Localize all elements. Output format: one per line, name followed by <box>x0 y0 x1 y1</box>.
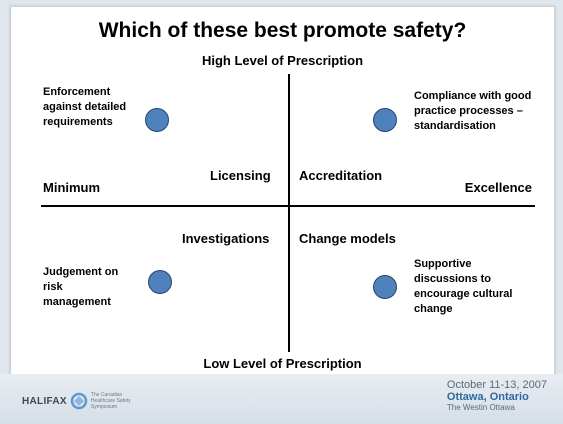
event-city: Ottawa, Ontario <box>446 391 529 403</box>
event-dates: October 11-13, 2007 <box>446 379 547 391</box>
vertical-axis <box>288 74 290 352</box>
quadrant-label-investigations: Investigations <box>182 231 270 246</box>
axis-left-label: Minimum <box>43 180 101 195</box>
horizontal-axis <box>41 205 535 207</box>
logo-text: HALIFAX <box>22 395 67 407</box>
quadrant-label-change-models: Change models <box>299 231 396 246</box>
dot-enforcement <box>145 108 169 132</box>
dot-supportive <box>373 275 397 299</box>
event-venue: The Westin Ottawa <box>446 403 515 412</box>
axis-top-label: High Level of Prescription <box>201 53 364 68</box>
quadrant-label-accreditation: Accreditation <box>299 168 383 183</box>
item-judgement: Judgement on risk management <box>43 266 119 308</box>
item-enforcement: Enforcement against detailed requirement… <box>43 86 127 128</box>
halifax-logo: HALIFAX The Canadian Healthcare Safety S… <box>22 392 146 410</box>
dot-compliance <box>373 108 397 132</box>
quadrant-label-licensing: Licensing <box>210 168 271 183</box>
logo-tagline: The Canadian Healthcare Safety Symposium <box>90 392 131 410</box>
item-compliance: Compliance with good practice processes … <box>414 90 532 132</box>
item-supportive: Supportive discussions to encourage cult… <box>414 258 513 315</box>
event-info: October 11-13, 2007 Ottawa, Ontario The … <box>447 379 547 412</box>
footer: HALIFAX The Canadian Healthcare Safety S… <box>0 374 563 424</box>
slide: Which of these best promote safety? High… <box>10 6 555 376</box>
dot-judgement <box>148 270 172 294</box>
axis-right-label: Excellence <box>464 180 532 195</box>
slide-title: Which of these best promote safety? <box>98 19 467 42</box>
axis-bottom-label: Low Level of Prescription <box>203 356 362 371</box>
logo-mark-icon <box>70 392 88 410</box>
